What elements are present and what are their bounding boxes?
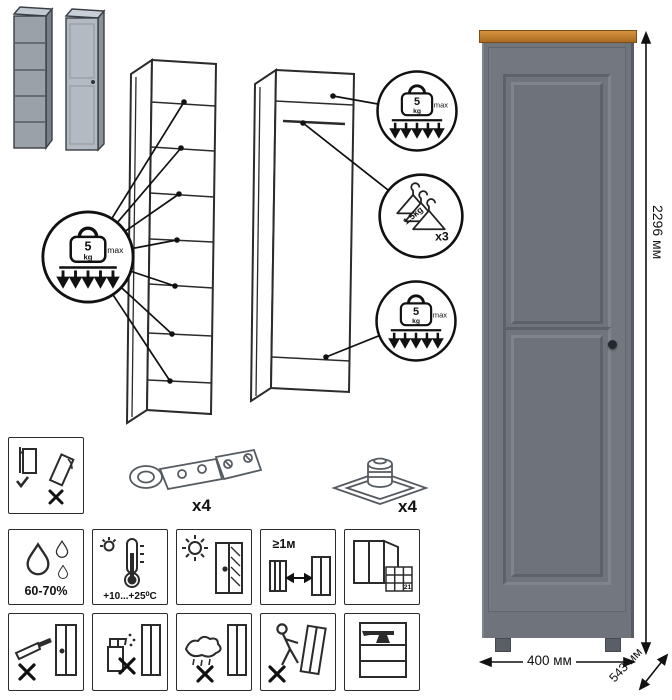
load-unit: kg (84, 252, 93, 261)
humidity-label: 60-70% (24, 584, 67, 598)
callout-dots (167, 93, 336, 384)
wet-cloth-icon (184, 624, 247, 683)
shelf-load-callout-bottom: 5 kg max (375, 280, 457, 362)
shelf-load-callout-top: 5 kg max (376, 70, 458, 152)
ventilation-requirement: 21 (344, 529, 420, 605)
door-panel-lower (503, 327, 611, 585)
person-push-icon (268, 623, 327, 683)
load-value: 5 (85, 239, 92, 253)
water-drops-icon: 60-70% (24, 540, 69, 598)
temperature-label: +10...+25⁰C (103, 591, 157, 602)
cross-mark-icon (48, 489, 64, 505)
anvil-icon (359, 622, 407, 678)
weight-icon (406, 294, 426, 304)
wardrobe-wood-top (479, 30, 637, 43)
cross-mark-icon (18, 663, 36, 681)
wardrobe-body (482, 43, 634, 638)
cabinet-rail-drawing (249, 68, 356, 403)
down-arrows-icon (56, 270, 120, 289)
cross-mark-icon (118, 657, 136, 675)
heat-distance-requirement: ≥1м (260, 529, 336, 605)
door-knob (608, 340, 617, 349)
down-arrows-icon (388, 332, 444, 349)
sunlight-warning (176, 529, 252, 605)
no-cutting-warning (8, 613, 84, 691)
rail-load-callout: 1,5kg x3 (378, 173, 464, 259)
no-pushing-warning (260, 613, 336, 691)
door-panel-upper (503, 74, 611, 332)
no-wet-cleaning-warning (176, 613, 252, 691)
svg-text:max: max (434, 101, 448, 110)
height-dimension-label: 2296 мм (650, 200, 666, 265)
cross-mark-icon (268, 665, 286, 683)
width-dimension-label: 400 мм (523, 653, 576, 668)
tipping-cabinet-icon (15, 447, 75, 505)
svg-text:5: 5 (414, 96, 420, 108)
hinge-count-label: x4 (192, 496, 211, 515)
mount-foot-icon: x4 (331, 457, 429, 516)
thermometer-icon: +10...+25⁰C (100, 537, 157, 602)
weight-icon (77, 226, 99, 238)
wardrobe-render (479, 30, 637, 652)
hinge-hardware: x4 (116, 427, 272, 515)
cabinet-shelves-drawing (125, 58, 218, 425)
no-spray-warning (92, 613, 168, 691)
sun-icon (182, 535, 243, 594)
temperature-requirement: +10...+25⁰C (92, 529, 168, 605)
hanger-count-label: x3 (435, 230, 449, 244)
calendar-day-label: 21 (404, 584, 412, 591)
wardrobe-foot-right (605, 638, 621, 652)
wardrobe-door (488, 47, 626, 612)
svg-text:max: max (433, 311, 447, 320)
no-overload-warning (344, 613, 420, 691)
cross-mark-icon (196, 665, 214, 683)
spray-bottle-icon (107, 624, 161, 676)
mini-cabinet-closed-icon (64, 8, 106, 152)
distance-label: ≥1м (272, 537, 295, 551)
foot-hardware: x4 (320, 430, 440, 516)
weight-icon (407, 84, 427, 94)
foot-count-label: x4 (398, 497, 417, 516)
hinge-icon: x4 (129, 448, 263, 515)
hanger-icon (396, 182, 446, 231)
load-qualifier: max (107, 245, 124, 255)
down-arrows-icon (389, 122, 445, 139)
knife-icon (14, 624, 77, 681)
svg-text:kg: kg (412, 318, 420, 325)
exploded-diagram (12, 6, 422, 425)
anti-tip-warning (8, 437, 84, 514)
shelf-load-callout-main: 5 kg max (41, 210, 135, 304)
humidity-requirement: 60-70% (8, 529, 84, 605)
svg-text:5: 5 (413, 306, 419, 318)
svg-text:kg: kg (413, 108, 421, 115)
wardrobe-foot-left (495, 638, 511, 652)
window-icon: 21 (353, 539, 413, 592)
mini-cabinet-open-icon (12, 6, 54, 151)
heat-distance-icon: ≥1м (269, 537, 331, 596)
